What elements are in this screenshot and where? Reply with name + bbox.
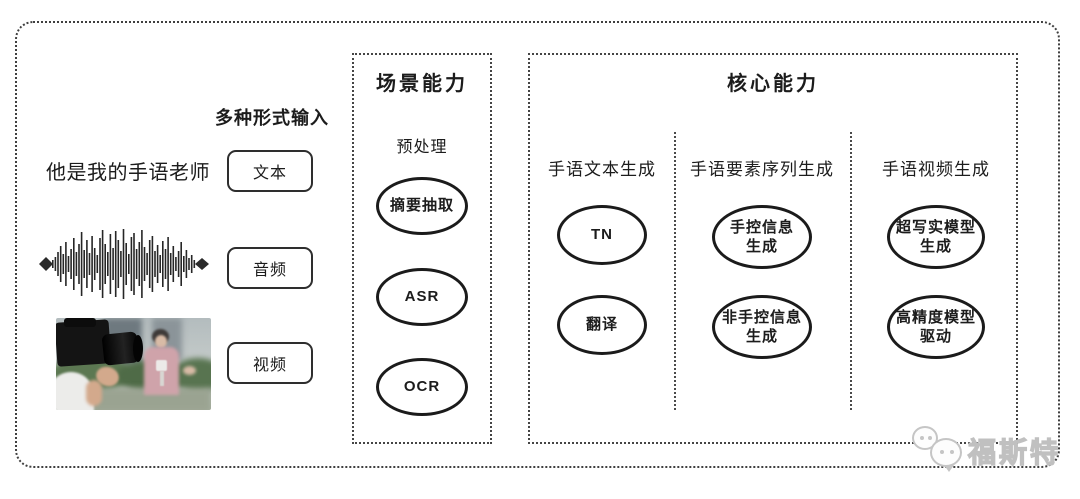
video-thumbnail [56,318,211,410]
input-box-text-label: 文本 [252,165,287,182]
node-ocr: OCR [376,358,468,416]
input-box-audio-label: 音频 [252,262,287,279]
input-box-audio: 音频 [227,247,313,289]
node-manual-info-generation: 手控信息 生成 [712,205,812,269]
node-label: 生成 [745,238,778,255]
audio-waveform-icon [39,229,209,299]
column-header: 手语要素序列生成 [690,160,834,179]
diagram-outer-border [15,21,1060,468]
scene-capability-box: 场景能力 预处理 摘要抽取 ASR OCR [352,53,492,444]
photo-cameraman [86,380,102,406]
node-label: 超写实模型 [895,218,976,236]
node-hyperrealistic-model-generation: 超写实模型 生成 [887,205,985,269]
column-sign-text-generation: 手语文本生成 TN 翻译 [530,55,674,442]
preprocess-label: 预处理 [396,139,448,156]
node-label: 翻译 [585,316,618,334]
photo-camera-lens [133,335,143,362]
node-label: 高精度模型 [895,308,976,326]
core-capability-box: 核心能力 手语文本生成 TN 翻译 手语要素序列生成 手控信息 生成 非手控信息… [528,53,1018,444]
node-label: TN [591,226,613,244]
scene-capability-title: 场景能力 [376,73,468,95]
core-capability-title: 核心能力 [727,73,819,95]
input-box-text: 文本 [227,150,313,192]
chat-bubble-tail-icon [944,465,954,472]
node-label: 非手控信息 [721,308,802,326]
column-divider [850,132,852,410]
photo-reporter [155,335,167,348]
watermark: 福斯特 [910,420,1075,478]
node-asr: ASR [376,268,468,326]
node-summary-extraction: 摘要抽取 [376,177,468,235]
node-label: OCR [403,378,441,396]
node-label: 摘要抽取 [389,197,454,215]
sample-sentence: 他是我的手语老师 [46,162,210,184]
node-label: 生成 [919,238,952,255]
input-box-video-label: 视频 [252,357,287,374]
column-sign-video-generation: 手语视频生成 超写实模型 生成 高精度模型 驱动 [852,55,1020,442]
node-label: 生成 [745,328,778,345]
chat-bubble-icon [930,438,962,467]
column-sign-element-sequence-generation: 手语要素序列生成 手控信息 生成 非手控信息 生成 [676,55,848,442]
input-section-title: 多种形式输入 [215,108,329,128]
node-non-manual-info-generation: 非手控信息 生成 [712,295,812,359]
watermark-text: 福斯特 [967,436,1062,468]
column-divider [674,132,676,410]
photo-reporter [183,366,196,375]
node-translation: 翻译 [557,295,647,355]
node-label: ASR [404,288,440,306]
node-high-precision-model-driving: 高精度模型 驱动 [887,295,985,359]
column-header: 手语视频生成 [882,160,990,179]
photo-mic-flag [156,360,167,371]
photo-camera [64,318,96,327]
node-label: 驱动 [919,328,952,345]
node-label: 手控信息 [729,218,794,236]
photo-microphone [160,371,164,386]
node-tn: TN [557,205,647,265]
column-header: 手语文本生成 [548,160,656,179]
input-box-video: 视频 [227,342,313,384]
